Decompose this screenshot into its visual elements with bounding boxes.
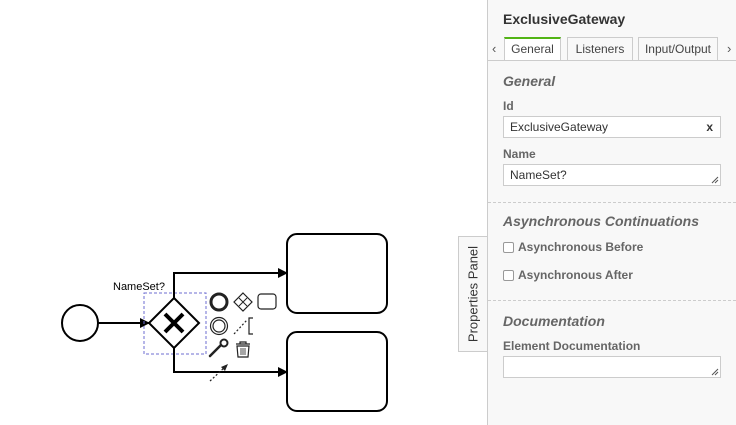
sequence-flow-upper[interactable] [173, 268, 288, 298]
x-marker-icon [163, 312, 185, 334]
wrench-icon[interactable] [208, 338, 229, 358]
append-end-event-icon[interactable] [209, 292, 229, 312]
async-after-row[interactable]: Asynchronous After [503, 268, 633, 282]
tab-listeners[interactable]: Listeners [567, 37, 633, 61]
gateway-label[interactable]: NameSet? [113, 281, 165, 293]
append-task-icon[interactable] [257, 293, 277, 310]
properties-panel-toggle[interactable]: Properties Panel [458, 236, 487, 352]
tab-input-output-label: Input/Output [644, 42, 712, 56]
properties-panel-toggle-label: Properties Panel [465, 245, 481, 343]
name-label: Name [503, 147, 536, 161]
tab-prev-icon[interactable]: ‹ [492, 41, 497, 56]
diagram-canvas[interactable]: NameSet? [0, 0, 487, 425]
id-field[interactable]: ExclusiveGateway x [503, 116, 721, 138]
async-after-checkbox[interactable] [503, 270, 514, 281]
tab-next-icon[interactable]: › [727, 41, 732, 56]
section-documentation-heading: Documentation [503, 313, 605, 329]
sequence-flow-lower[interactable] [173, 348, 288, 377]
append-intermediate-event-icon[interactable] [209, 316, 229, 336]
tab-underline [488, 60, 736, 61]
element-documentation-label: Element Documentation [503, 339, 641, 353]
tab-general[interactable]: General [504, 37, 561, 61]
append-gateway-icon[interactable] [233, 292, 253, 312]
trash-icon[interactable] [236, 341, 250, 358]
connect-icon[interactable] [209, 364, 228, 382]
start-event[interactable] [61, 304, 99, 342]
bpmn-diagram: NameSet? [61, 233, 388, 412]
tab-listeners-label: Listeners [575, 42, 625, 56]
async-before-checkbox[interactable] [503, 242, 514, 253]
id-label: Id [503, 99, 514, 113]
section-general-heading: General [503, 73, 556, 89]
async-before-row[interactable]: Asynchronous Before [503, 240, 643, 254]
panel-title: ExclusiveGateway [503, 11, 626, 27]
divider-1 [488, 202, 736, 203]
task-upper[interactable] [286, 233, 388, 314]
resize-grip-icon[interactable] [711, 368, 719, 376]
clear-id-button[interactable]: x [706, 120, 713, 134]
context-pad [208, 292, 277, 382]
divider-2 [488, 300, 736, 301]
properties-panel: ExclusiveGateway ‹ General Listeners Inp… [487, 0, 736, 425]
tab-general-label: General [511, 42, 554, 56]
element-documentation-field[interactable] [503, 356, 721, 378]
async-after-label: Asynchronous After [518, 268, 633, 282]
name-field[interactable]: NameSet? [503, 164, 721, 186]
section-async-heading: Asynchronous Continuations [503, 213, 699, 229]
exclusive-gateway[interactable] [147, 296, 201, 350]
id-value: ExclusiveGateway [510, 120, 609, 134]
resize-grip-icon[interactable] [711, 176, 719, 184]
text-annotation-icon[interactable] [233, 317, 253, 335]
async-before-label: Asynchronous Before [518, 240, 644, 254]
tab-input-output[interactable]: Input/Output [638, 37, 718, 61]
name-value: NameSet? [510, 168, 567, 182]
task-lower[interactable] [286, 331, 388, 412]
